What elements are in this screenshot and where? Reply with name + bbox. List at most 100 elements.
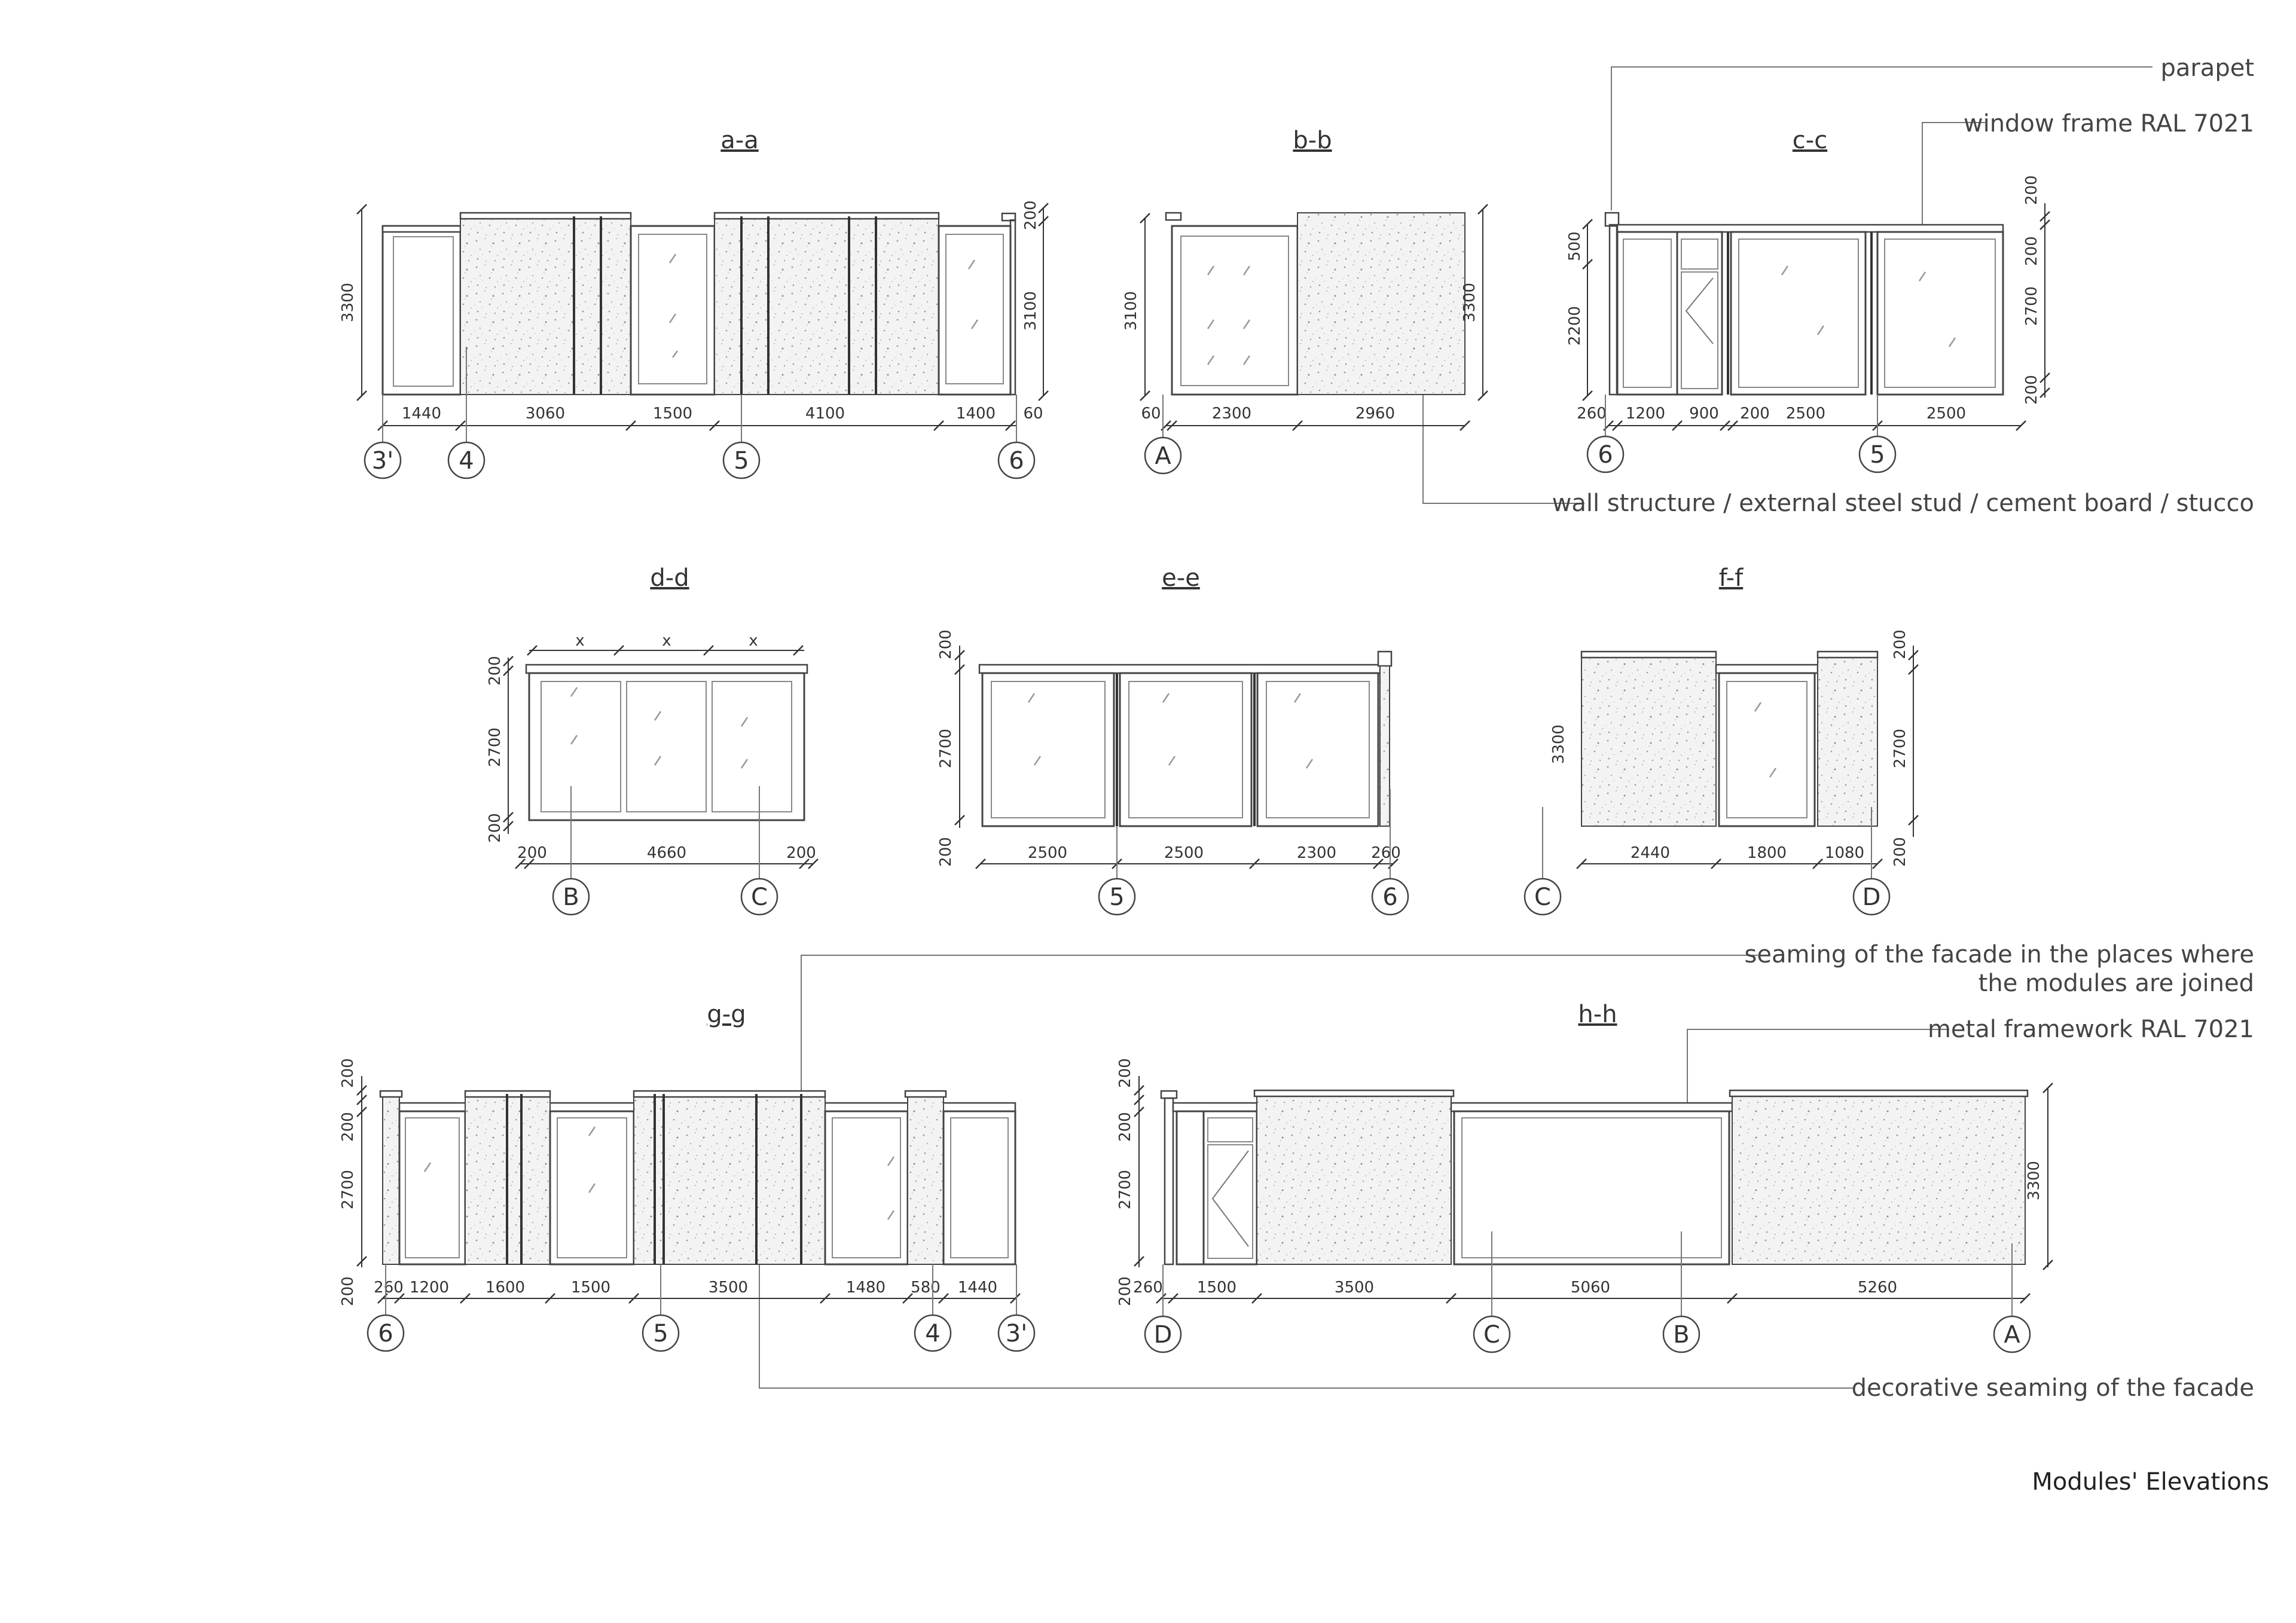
grid-label: B <box>563 884 579 911</box>
sheet-title: Modules' Elevations <box>2032 1468 2269 1496</box>
dimension-label: 2700 <box>1116 1170 1134 1209</box>
annotation-metal-framework: metal framework RAL 7021 <box>1928 1016 2254 1043</box>
window <box>630 225 716 396</box>
window <box>824 1110 909 1266</box>
dimension-label: 200 <box>339 1112 357 1142</box>
dimension-label: 2960 <box>1355 405 1395 423</box>
grid-bubble <box>914 1314 952 1352</box>
grid-label: 5 <box>653 1320 668 1347</box>
elevation-c-c: c-c 260 1200 900 200 2500 2500 500 2200 <box>1566 127 2050 473</box>
dimension-label: 3060 <box>526 405 565 423</box>
window <box>1616 231 1678 396</box>
dimension-label: 1500 <box>1197 1279 1236 1297</box>
window <box>981 672 1115 827</box>
grid-label: B <box>1673 1321 1689 1349</box>
dimension-label: 580 <box>911 1279 941 1297</box>
dimension-label: 1480 <box>846 1279 886 1297</box>
grid-label: C <box>1534 884 1551 911</box>
stucco-wall <box>1581 654 1717 827</box>
dimension-label: 1800 <box>1747 844 1787 862</box>
grid-label: 3' <box>1006 1320 1027 1347</box>
dimension-label: 5260 <box>1858 1279 1897 1297</box>
dimension-label: 200 <box>937 837 955 867</box>
stucco-wall <box>1817 654 1878 827</box>
dimension-label: 2700 <box>937 729 955 768</box>
dimension-label: 2500 <box>1028 844 1067 862</box>
elevation-b-b: b-b 60 2300 2960 3100 3300 A <box>1122 127 1488 475</box>
elevation-title: f-f <box>1719 564 1744 592</box>
window <box>1730 231 1867 396</box>
dimension-label: 1440 <box>402 405 441 423</box>
dimension-label: 200 <box>1116 1058 1134 1088</box>
grid-bubble <box>1473 1315 1511 1353</box>
grid-bubble <box>367 1314 405 1352</box>
dimension-label: 200 <box>1891 629 1909 659</box>
elevation-g-g: g-g 260 1200 1600 1500 <box>339 1001 1036 1352</box>
dimension-label: 200 <box>937 629 955 659</box>
dimension-label: 5060 <box>1571 1279 1610 1297</box>
dimension-label: 3500 <box>1335 1279 1374 1297</box>
grid-bubble <box>1586 435 1625 473</box>
grid-bubble <box>364 441 402 479</box>
dimension-label: 500 <box>1566 231 1584 261</box>
stucco-wall <box>714 216 939 395</box>
grid-bubble <box>552 878 590 916</box>
dimension-label: 3500 <box>709 1279 748 1297</box>
grid-label: C <box>1483 1321 1500 1349</box>
window-frame <box>942 1110 1016 1266</box>
grid-bubble <box>722 441 761 479</box>
dimension-label: 200 <box>1022 200 1040 230</box>
grid-bubble <box>1523 878 1562 916</box>
dimension-label: 2440 <box>1631 844 1670 862</box>
grid-label: 3' <box>372 447 393 475</box>
grid-bubble <box>1993 1315 2031 1353</box>
dimension-label: 200 <box>486 656 504 686</box>
elevation-title: a-a <box>720 127 758 154</box>
dimension-label: 3300 <box>1461 283 1479 322</box>
grid-bubble <box>1144 436 1182 475</box>
grid-bubble <box>642 1314 680 1352</box>
dimension-label: 3100 <box>1022 291 1040 331</box>
grid-bubble <box>740 878 778 916</box>
dimension-label: 1500 <box>653 405 692 423</box>
dimension-label: 2500 <box>1164 844 1204 862</box>
dimension-label: 2700 <box>1891 729 1909 768</box>
grid-label: D <box>1154 1321 1173 1349</box>
annotation-window-frame: window frame RAL 7021 <box>1964 110 2254 137</box>
grid-label: 6 <box>1009 447 1024 475</box>
grid-bubble <box>1852 878 1891 916</box>
dimension-label: 260 <box>1133 1279 1163 1297</box>
stucco-wall <box>1256 1092 1452 1265</box>
grid-bubble <box>1662 1315 1700 1353</box>
elevation-e-e: e-e 2500 2500 2300 260 200 2700 200 5 6 <box>937 564 1409 916</box>
elevation-title: d-d <box>650 564 689 592</box>
opening <box>1453 1110 1730 1266</box>
elevation-title: h-h <box>1578 1001 1617 1028</box>
dimension-label: 200 <box>1116 1112 1134 1142</box>
annotation-parapet: parapet <box>2160 54 2254 82</box>
dimension-label: 60 <box>1023 405 1043 423</box>
dimension-label: 2300 <box>1212 405 1251 423</box>
grid-bubble <box>997 441 1036 479</box>
dimension-label: 200 <box>1740 405 1770 423</box>
stucco-wall <box>633 1093 826 1265</box>
window <box>1119 672 1253 827</box>
dimension-label: 260 <box>374 1279 404 1297</box>
window <box>1256 672 1379 827</box>
dimension-label: 2500 <box>1926 405 1966 423</box>
dimension-label: 3300 <box>339 283 357 322</box>
dimension-label: 200 <box>1116 1276 1134 1306</box>
window-frame <box>528 672 805 821</box>
annotation-wall-structure: wall structure / external steel stud / c… <box>1552 490 2254 517</box>
window <box>1176 1110 1205 1266</box>
grid-label: D <box>1863 884 1881 911</box>
elevation-title: c-c <box>1793 127 1827 154</box>
grid-label: A <box>2004 1321 2020 1349</box>
dimension-label: 2500 <box>1786 405 1825 423</box>
dimension-label: 1500 <box>571 1279 610 1297</box>
grid-label: A <box>1155 442 1171 470</box>
window-frame <box>381 225 462 396</box>
dimension-label: 200 <box>2023 375 2041 405</box>
stucco-wall <box>1297 212 1465 395</box>
